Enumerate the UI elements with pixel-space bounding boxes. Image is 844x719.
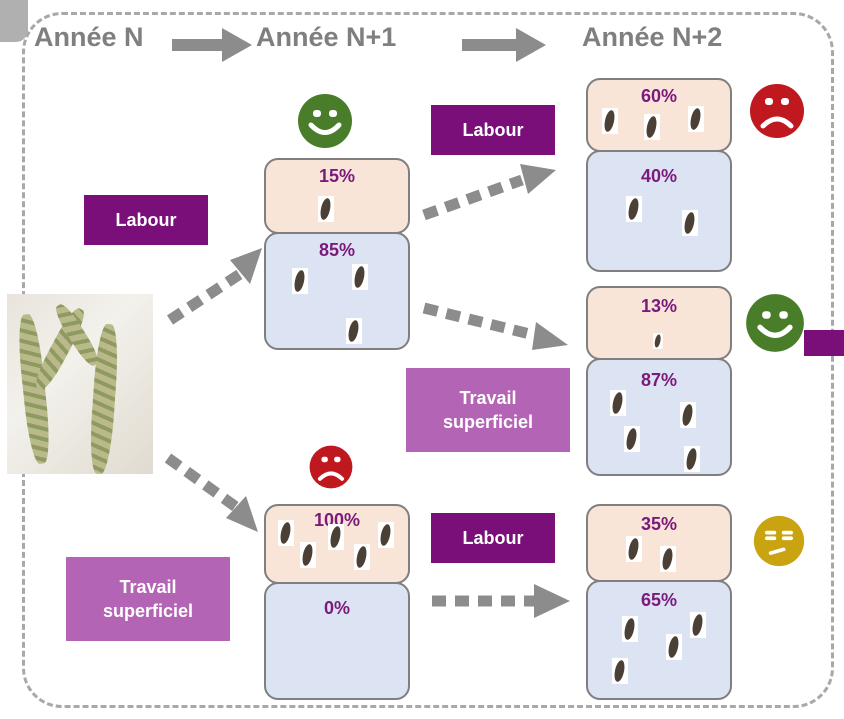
corner-tab: [0, 0, 28, 42]
seed-icon: [682, 210, 698, 236]
seed-icon: [688, 106, 704, 132]
seed-icon: [354, 544, 370, 570]
label-labour-n2-top: Labour: [431, 105, 555, 155]
n1-travail-bottom-box: 0%: [264, 582, 410, 700]
pct-label: 65%: [640, 590, 678, 610]
n2-a-top-box: 60%: [586, 78, 732, 152]
n2-c-top-box: 35%: [586, 504, 732, 582]
pct-label: 60%: [640, 86, 678, 106]
seed-icon: [278, 520, 294, 546]
seed-icon: [680, 402, 696, 428]
plant-photo: [7, 294, 153, 475]
happy-face-icon: [298, 94, 352, 148]
happy-face-icon: [746, 294, 804, 352]
seed-icon: [653, 333, 663, 349]
cut-off-label: [804, 330, 844, 356]
arrowhead-1: [230, 248, 262, 284]
neutral-face-icon: [753, 515, 805, 567]
n2-c-bottom-box: 65%: [586, 580, 732, 700]
seed-icon: [346, 318, 362, 344]
seed-icon: [328, 524, 344, 550]
arrow-to-n1-top: [166, 269, 244, 325]
pct-label: 87%: [640, 370, 678, 390]
label-labour-n2-bottom: Labour: [431, 513, 555, 563]
sad-face-icon: [750, 84, 804, 138]
seed-icon: [318, 196, 334, 222]
seed-icon: [602, 108, 618, 134]
seed-icon: [644, 114, 660, 140]
n1-labour-top-box: 15%: [264, 158, 410, 234]
n1-travail-top-box: 100%: [264, 504, 410, 584]
pct-label: 40%: [640, 166, 678, 186]
seed-icon: [626, 196, 642, 222]
header-arrow-2: [462, 28, 546, 62]
header-annee-n1: Année N+1: [256, 22, 397, 52]
pct-label: 100%: [313, 510, 361, 530]
seed-icon: [378, 522, 394, 548]
n2-a-bottom-box: 40%: [586, 150, 732, 272]
arrowhead-3: [520, 164, 556, 194]
n2-b-top-box: 13%: [586, 286, 732, 360]
header-annee-n: Année N: [34, 22, 144, 52]
pct-label: 35%: [640, 514, 678, 534]
label-travail-n2: Travail superficiel: [406, 368, 570, 452]
seed-icon: [622, 616, 638, 642]
pct-label: 0%: [323, 598, 350, 618]
seed-icon: [610, 390, 626, 416]
n1-labour-bottom-box: 85%: [264, 232, 410, 350]
seed-icon: [660, 546, 676, 572]
sad-face-icon: [309, 445, 353, 489]
label-labour-n1: Labour: [84, 195, 208, 245]
seed-icon: [684, 446, 700, 472]
seed-icon: [300, 542, 316, 568]
seed-icon: [626, 536, 642, 562]
n2-b-bottom-box: 87%: [586, 358, 732, 476]
arrow-to-n2-a: [422, 174, 524, 221]
header-arrow-1: [172, 28, 252, 62]
seed-icon: [690, 612, 706, 638]
pct-label: 85%: [318, 240, 356, 260]
seed-icon: [666, 634, 682, 660]
seed-icon: [612, 658, 628, 684]
arrow-to-n2-b: [422, 302, 540, 342]
pct-label: 13%: [640, 296, 678, 316]
arrowhead-4: [532, 322, 568, 350]
arrow-to-n1-bottom: [164, 453, 240, 512]
header-annee-n2: Année N+2: [582, 22, 723, 52]
seed-icon: [624, 426, 640, 452]
pct-label: 15%: [318, 166, 356, 186]
seed-icon: [352, 264, 368, 290]
arrowhead-5: [534, 584, 570, 618]
arrowhead-2: [226, 496, 258, 532]
seed-icon: [292, 268, 308, 294]
label-travail-n1: Travail superficiel: [66, 557, 230, 641]
